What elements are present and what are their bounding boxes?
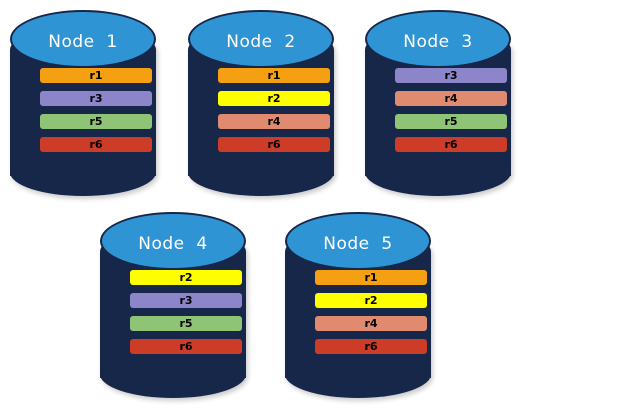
replica-bar[interactable]: r5 bbox=[130, 316, 242, 331]
replica-bar[interactable]: r1 bbox=[218, 68, 330, 83]
node-label: Node 4 bbox=[138, 234, 208, 254]
replica-bar[interactable]: r2 bbox=[315, 293, 427, 308]
replica-bar[interactable]: r2 bbox=[218, 91, 330, 106]
replica-list: r2 r3 r5 r6 bbox=[130, 270, 242, 354]
replica-bar[interactable]: r6 bbox=[130, 339, 242, 354]
replica-bar[interactable]: r4 bbox=[218, 114, 330, 129]
node-cylinder-4[interactable]: Node 4 r2 r3 r5 r6 bbox=[100, 212, 246, 398]
replica-bar[interactable]: r4 bbox=[315, 316, 427, 331]
cylinder-top-disc: Node 4 bbox=[100, 212, 246, 270]
replica-bar[interactable]: r6 bbox=[40, 137, 152, 152]
replica-bar[interactable]: r3 bbox=[40, 91, 152, 106]
cylinder-top-disc: Node 1 bbox=[10, 10, 156, 68]
replica-list: r3 r4 r5 r6 bbox=[395, 68, 507, 152]
node-cylinder-1[interactable]: Node 1 r1 r3 r5 r6 bbox=[10, 10, 156, 196]
replica-bar[interactable]: r1 bbox=[40, 68, 152, 83]
node-cylinder-3[interactable]: Node 3 r3 r4 r5 r6 bbox=[365, 10, 511, 196]
replica-bar[interactable]: r6 bbox=[315, 339, 427, 354]
node-label: Node 2 bbox=[226, 32, 296, 52]
replica-bar[interactable]: r5 bbox=[395, 114, 507, 129]
node-label: Node 1 bbox=[48, 32, 118, 52]
cylinder-top-disc: Node 2 bbox=[188, 10, 334, 68]
replica-bar[interactable]: r3 bbox=[130, 293, 242, 308]
replica-bar[interactable]: r6 bbox=[395, 137, 507, 152]
replica-list: r1 r2 r4 r6 bbox=[218, 68, 330, 152]
node-cylinder-5[interactable]: Node 5 r1 r2 r4 r6 bbox=[285, 212, 431, 398]
replica-bar[interactable]: r3 bbox=[395, 68, 507, 83]
replica-bar[interactable]: r4 bbox=[395, 91, 507, 106]
replica-bar[interactable]: r6 bbox=[218, 137, 330, 152]
replica-bar[interactable]: r2 bbox=[130, 270, 242, 285]
cylinder-top-disc: Node 5 bbox=[285, 212, 431, 270]
cylinder-top-disc: Node 3 bbox=[365, 10, 511, 68]
replica-bar[interactable]: r1 bbox=[315, 270, 427, 285]
node-label: Node 3 bbox=[403, 32, 473, 52]
replica-list: r1 r2 r4 r6 bbox=[315, 270, 427, 354]
node-cylinder-2[interactable]: Node 2 r1 r2 r4 r6 bbox=[188, 10, 334, 196]
replica-list: r1 r3 r5 r6 bbox=[40, 68, 152, 152]
replica-bar[interactable]: r5 bbox=[40, 114, 152, 129]
node-label: Node 5 bbox=[323, 234, 393, 254]
